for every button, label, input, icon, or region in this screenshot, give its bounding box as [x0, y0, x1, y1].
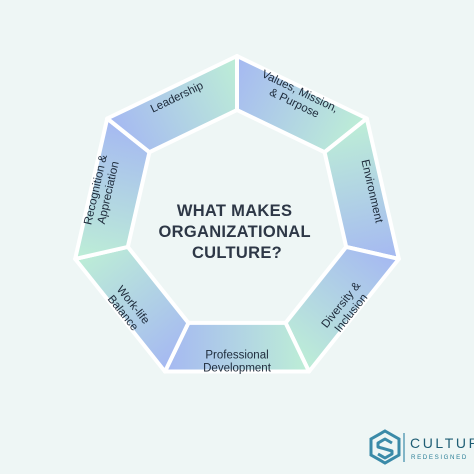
- brand-name: CULTURE: [410, 435, 474, 451]
- center-title: WHAT MAKES ORGANIZATIONAL CULTURE?: [159, 202, 316, 262]
- brand-logo: CULTURE REDESIGNED: [369, 429, 474, 465]
- segment-label-line: Professional: [205, 350, 268, 362]
- culture-redesigned-logo-icon: [369, 429, 401, 465]
- center-title-line-1: WHAT MAKES: [177, 202, 292, 220]
- brand-tagline: REDESIGNED: [411, 454, 468, 461]
- center-title-line-2: ORGANIZATIONAL: [159, 223, 311, 241]
- segment-label-line: Development: [203, 363, 272, 375]
- center-title-line-3: CULTURE?: [192, 244, 282, 262]
- segment-leadership: [105, 54, 239, 155]
